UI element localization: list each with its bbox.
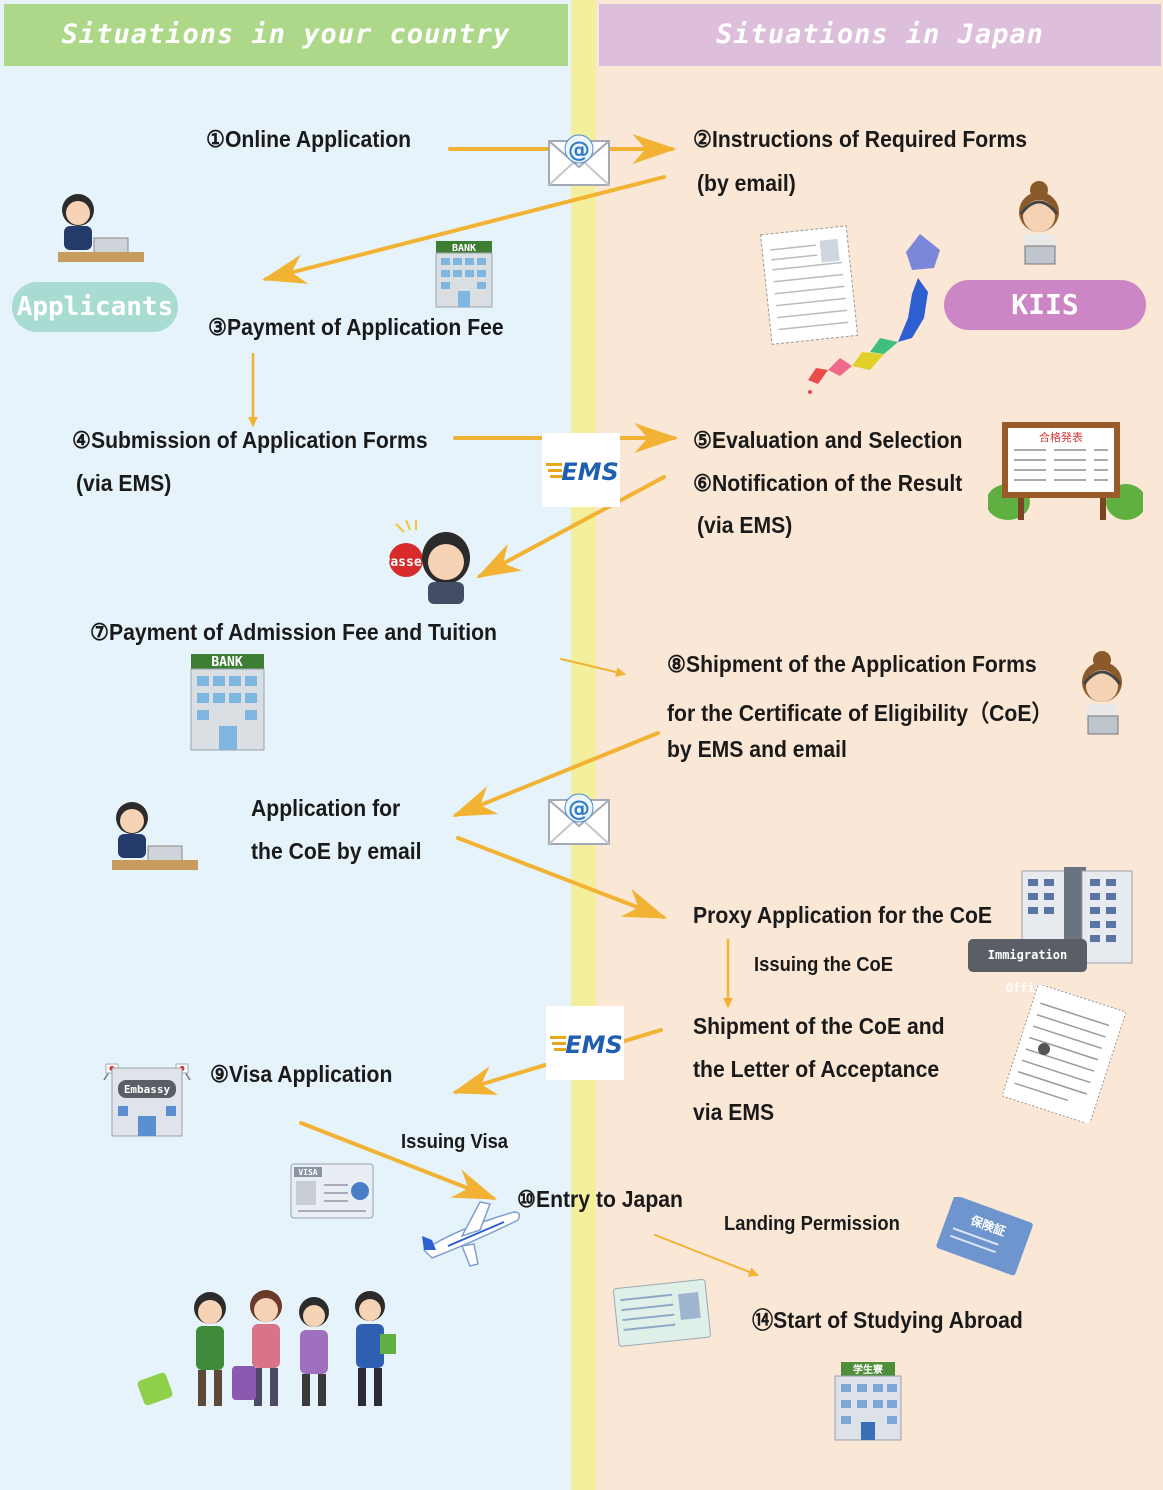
step-1-online-application: ①Online Application	[206, 126, 412, 152]
step-8-by-ems-email: by EMS and email	[667, 736, 847, 762]
issuing-visa-label: Issuing Visa	[401, 1131, 509, 1153]
step-14-start: ⑭Start of Studying Abroad	[752, 1307, 1023, 1333]
applicants-pill: Applicants	[12, 282, 178, 332]
applicant-laptop-icon	[52, 190, 148, 270]
coe-application-line1: Application for	[251, 795, 401, 821]
arrow-8-to-coe-application	[451, 731, 660, 817]
step-6-via-ems: (via EMS)	[697, 512, 793, 538]
residence-card-icon	[610, 1276, 713, 1350]
shipment-coe-line3: via EMS	[693, 1099, 775, 1125]
visa-label: VISA	[298, 1168, 317, 1177]
passed-label: Passed	[388, 555, 429, 570]
arrow-coe-to-proxy	[456, 836, 668, 919]
column-divider	[571, 0, 596, 1490]
step-8-coe: for the Certificate of Eligibility（CoE）	[667, 700, 1053, 726]
email-symbol: @	[568, 138, 590, 163]
bank-label: BANK	[452, 243, 476, 254]
email-envelope-icon: @	[547, 786, 611, 846]
insurance-card-icon: 保険証	[930, 1195, 1036, 1277]
ems-label: EMS	[565, 1031, 623, 1059]
airplane-icon	[418, 1200, 524, 1268]
staff-headset-icon	[1070, 646, 1134, 738]
step-8-shipment: ⑧Shipment of the Application Forms	[667, 651, 1037, 677]
bank-building-icon: BANK	[434, 239, 494, 309]
arrow-visa-to-entry	[299, 1121, 498, 1200]
embassy-label: Embassy	[124, 1083, 171, 1096]
japan-map-icon	[800, 230, 945, 395]
step-7-admission-payment: ⑦Payment of Admission Fee and Tuition	[90, 619, 497, 645]
step-4-submission: ④Submission of Application Forms	[72, 427, 428, 453]
arrow-landing-to-14	[654, 1234, 759, 1277]
arrow-6-to-applicant	[476, 475, 666, 579]
right-column-background	[596, 0, 1163, 1490]
immigration-office-label: Immigration Office	[968, 939, 1087, 995]
dormitory-building-icon: 学生寮	[833, 1360, 903, 1442]
step-9-visa-application: ⑨Visa Application	[210, 1061, 393, 1087]
coe-application-line2: the CoE by email	[251, 838, 422, 864]
arrow-7-to-8	[560, 658, 626, 678]
applicant-laptop-icon	[106, 798, 202, 878]
students-group-icon	[136, 1286, 398, 1414]
bank-label: BANK	[211, 655, 242, 670]
immigration-office-building-icon	[1020, 865, 1135, 965]
step-5-evaluation: ⑤Evaluation and Selection	[693, 427, 963, 453]
step-4-via-ems: (via EMS)	[76, 470, 172, 496]
email-envelope-icon: @	[547, 127, 611, 187]
ems-label: EMS	[561, 458, 619, 486]
arrow-2-to-3	[261, 175, 666, 284]
shipment-coe-line2: the Letter of Acceptance	[693, 1056, 940, 1082]
step-3-payment-fee: ③Payment of Application Fee	[208, 314, 504, 340]
application-form-icon	[760, 222, 860, 346]
ems-logo-icon: EMS	[542, 433, 620, 507]
step-10-entry: ⑩Entry to Japan	[517, 1186, 683, 1212]
step-2-by-email: (by email)	[697, 170, 796, 196]
step-6-notification: ⑥Notification of the Result	[693, 470, 963, 496]
header-your-country: Situations in your country	[4, 4, 568, 66]
embassy-building-icon: Embassy	[98, 1062, 196, 1138]
issuing-coe-label: Issuing the CoE	[754, 954, 894, 976]
visa-card-icon: VISA	[290, 1163, 374, 1219]
email-symbol: @	[568, 797, 590, 822]
staff-headset-icon	[1007, 176, 1071, 268]
proxy-application: Proxy Application for the CoE	[693, 902, 993, 928]
passed-student-icon: Passed	[383, 518, 478, 604]
results-board-icon: 合格発表	[986, 420, 1146, 522]
results-board-label: 合格発表	[1039, 430, 1083, 444]
dormitory-label: 学生寮	[853, 1363, 884, 1376]
landing-permission-label: Landing Permission	[724, 1213, 900, 1235]
header-japan: Situations in Japan	[599, 4, 1161, 66]
shipment-coe-line1: Shipment of the CoE and	[693, 1013, 945, 1039]
bank-building-icon: BANK	[189, 652, 266, 752]
step-2-instructions: ②Instructions of Required Forms	[693, 126, 1028, 152]
kiis-pill: KIIS	[944, 280, 1146, 330]
coe-certificate-icon	[1001, 983, 1127, 1125]
ems-logo-icon: EMS	[546, 1006, 624, 1080]
